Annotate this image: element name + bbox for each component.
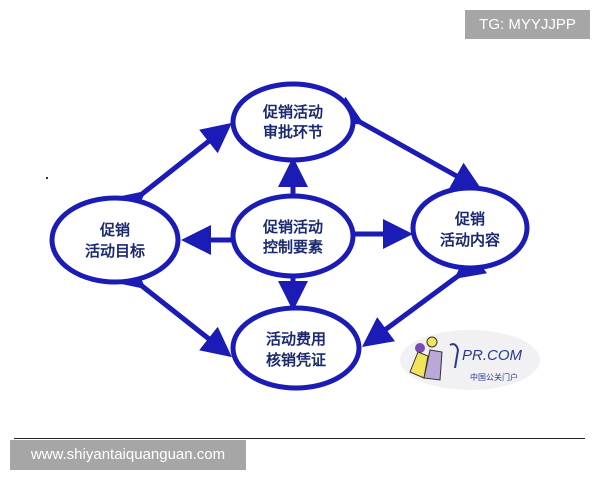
- node-center-line2: 控制要素: [263, 238, 323, 256]
- people-icon: [409, 336, 443, 381]
- node-top-line2: 审批环节: [263, 123, 323, 141]
- node-left-line1: 促销: [99, 221, 130, 239]
- node-top-line1: 促销活动: [262, 103, 323, 121]
- node-right-line2: 活动内容: [440, 231, 500, 249]
- node-center: 促销活动 控制要素: [230, 193, 356, 279]
- node-bottom-line1: 活动费用: [266, 330, 326, 348]
- node-left-line2: 活动目标: [85, 242, 145, 260]
- node-top: 促销活动 审批环节: [230, 81, 356, 163]
- divider-line: [14, 438, 585, 439]
- arrow-right-bottom: [361, 249, 488, 347]
- watermark-bottom: www.shiyantaiquanguan.com: [10, 440, 246, 470]
- watermark-top: TG: MYYJJPP: [465, 10, 590, 39]
- node-left: 促销 活动目标: [49, 195, 181, 285]
- arrow-top-right: [330, 96, 483, 191]
- logo-mark: [449, 343, 460, 369]
- node-right: 促销 活动内容: [410, 185, 530, 271]
- node-bottom-line2: 核销凭证: [266, 351, 326, 369]
- logo-brand: PR.COM: [462, 347, 523, 364]
- node-bottom: 活动费用 核销凭证: [230, 305, 362, 391]
- node-center-line1: 促销活动: [262, 218, 323, 236]
- node-right-line1: 促销: [454, 210, 485, 228]
- logo-subtitle: 中国公关门户: [470, 372, 518, 382]
- arrow-left-bottom: [113, 258, 232, 358]
- connectors: [113, 96, 488, 358]
- stray-dot: [46, 177, 48, 179]
- arrow-top-left: [113, 122, 232, 222]
- pr-com-logo: PR.COM 中国公关门户: [400, 330, 540, 390]
